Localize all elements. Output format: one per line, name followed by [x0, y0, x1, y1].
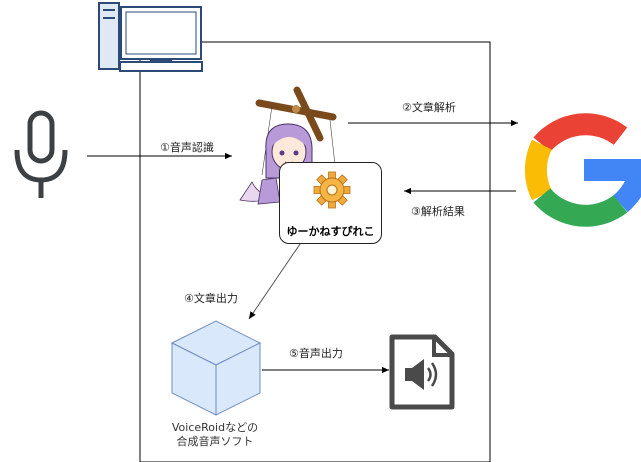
label-text-analysis: ②文章解析	[402, 101, 456, 114]
label-text-output: ④文章出力	[184, 292, 238, 305]
gear-icon	[313, 171, 351, 209]
pc-boundary	[139, 41, 491, 462]
bot-app-box[interactable]: ゆーかねすぴれこ	[279, 162, 382, 244]
label-analysis-result: ③解析結果	[411, 205, 465, 218]
synth-caption-line1: VoiceRoidなどの	[171, 421, 259, 434]
audio-file-icon	[389, 334, 455, 410]
synth-caption-line2: 合成音声ソフト	[176, 435, 254, 448]
label-speech-recognition: ①音声認識	[160, 141, 214, 154]
arrow-bot-to-synth	[248, 243, 301, 320]
bot-name: ゆーかねすぴれこ	[286, 225, 375, 238]
label-audio-output: ⑤音声出力	[289, 347, 343, 360]
microphone-icon	[14, 110, 68, 198]
cube-icon	[170, 320, 262, 416]
synth-caption: VoiceRoidなどの 合成音声ソフト	[150, 421, 280, 449]
desktop-computer-icon	[98, 2, 203, 72]
google-g-logo	[525, 113, 641, 227]
